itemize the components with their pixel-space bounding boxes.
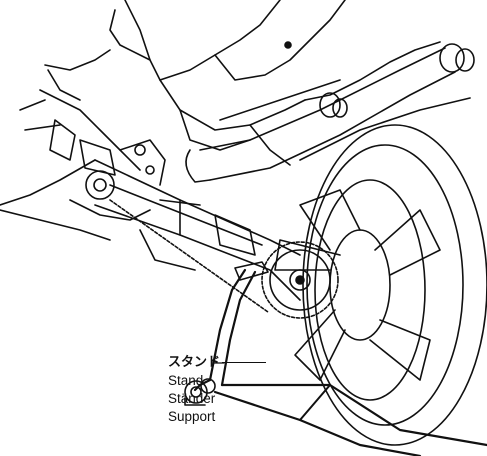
engine-frame (0, 89, 201, 271)
stand-callout: スタンド Stand Ständer Support (168, 353, 267, 426)
sprocket-chain (109, 184, 339, 319)
label-de: Ständer (168, 391, 216, 406)
exhaust-mufflers (185, 43, 475, 183)
rear-stand (184, 261, 487, 456)
rear-wheel (274, 124, 487, 446)
swingarm (94, 159, 301, 301)
label-fr: Support (168, 409, 216, 424)
fairing-bodywork (44, 0, 441, 166)
label-jp: スタンド (168, 353, 267, 372)
label-en: Stand (168, 373, 204, 388)
